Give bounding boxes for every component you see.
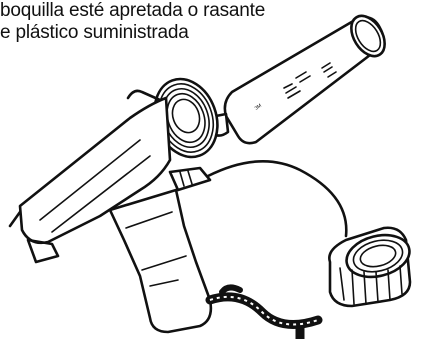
tube-label-marks: [283, 62, 337, 99]
gun-handle: [108, 188, 213, 334]
instruction-caption: boquilla esté apretada o rasante e plást…: [0, 0, 320, 44]
power-cable: [205, 284, 323, 339]
adhesive-tube: 3M: [201, 14, 386, 145]
tube-brand-mark: 3M: [254, 103, 263, 112]
caption-line-2: e plástico suministrada: [0, 22, 189, 43]
tether-cable: [206, 160, 348, 238]
nozzle-cap: [328, 226, 412, 308]
caption-line-1: boquilla esté apretada o rasante: [0, 0, 266, 21]
gun-body: [8, 89, 212, 264]
